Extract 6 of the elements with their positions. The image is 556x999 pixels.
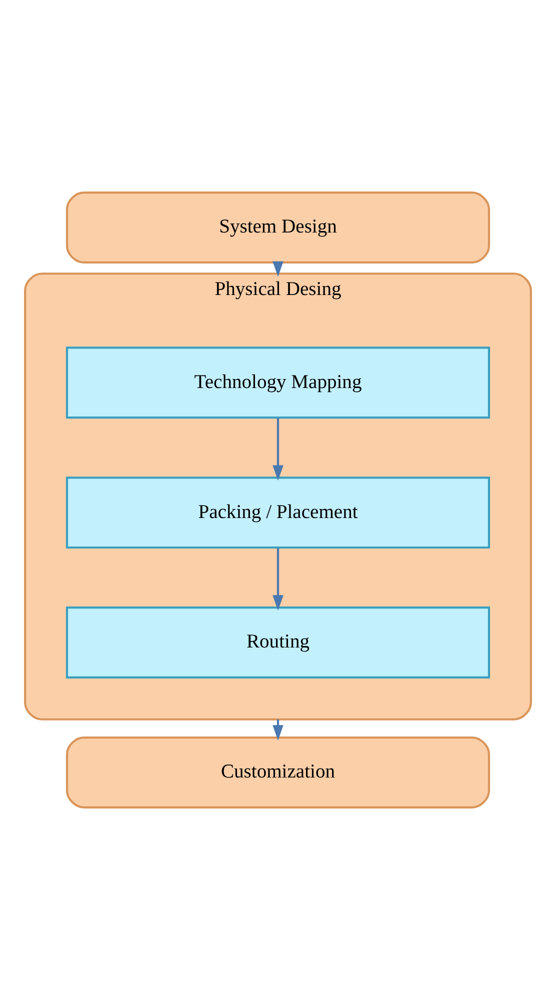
arrow xyxy=(272,548,284,610)
node-box: Technology Mapping xyxy=(66,346,490,418)
node-box: Customization xyxy=(66,736,490,808)
node-box: Packing / Placement xyxy=(66,476,490,548)
arrow xyxy=(272,418,284,480)
node-box: Routing xyxy=(66,606,490,678)
